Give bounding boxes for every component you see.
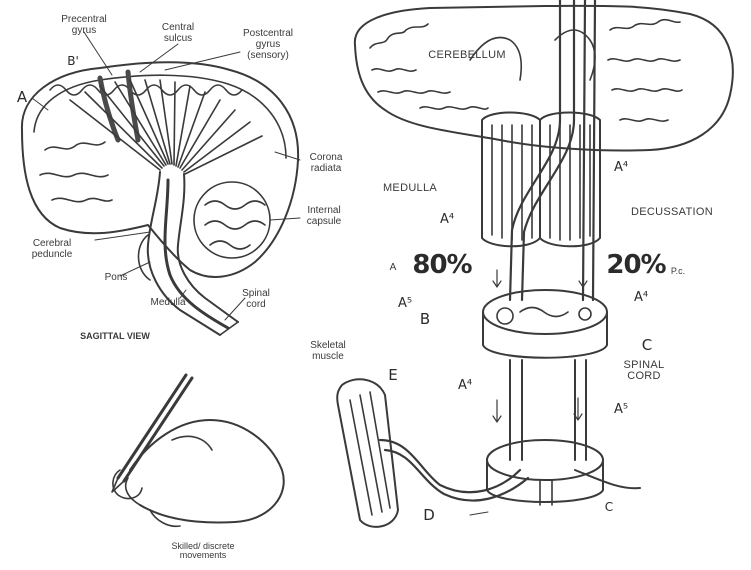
percent-20-suffix: P.c. [666,266,690,277]
label-cerebellum: CEREBELLUM [412,50,522,61]
marker-a-left: A [14,90,30,105]
label-cerebral-peduncle: Cerebral peduncle [20,238,84,260]
upper-spinal-segment [483,290,607,358]
percent-80: 80% [402,252,482,278]
label-spinal-cord-right: SPINAL CORD [604,360,684,382]
marker-a4-upper: A⁴ [608,160,634,175]
label-precentral-gyrus: Precentral gyrus [54,14,114,36]
marker-b-prime: B' [64,54,82,69]
label-corona-radiata: Corona radiata [300,152,352,174]
marker-b: B [416,312,434,327]
label-central-sulcus: Central sulcus [150,22,206,44]
label-sagittal-view: SAGITTAL VIEW [55,331,175,342]
label-internal-capsule: Internal capsule [296,205,352,227]
label-skilled-movements: Skilled/ discrete movements [148,542,258,560]
marker-c-upper: C [638,338,656,353]
label-skeletal-muscle: Skeletal muscle [300,340,356,362]
label-decussation: DECUSSATION [610,207,734,218]
marker-d: D [420,508,438,523]
marker-a4-right: A⁴ [628,290,654,305]
marker-e: E [384,368,402,383]
label-spinal-cord-left: Spinal cord [236,288,276,310]
percent-20: 20% [600,252,672,278]
marker-a4-middle: A⁴ [434,212,460,227]
marker-a5-left: A⁵ [392,296,418,311]
label-medulla-left: Medulla [140,297,196,308]
hand-writing-drawing [112,375,284,526]
label-medulla-right: MEDULLA [370,183,450,194]
label-postcentral-gyrus: Postcentral gyrus (sensory) [226,28,310,61]
skeletal-muscle-drawing [337,379,528,527]
marker-a4-lower: A⁴ [452,378,478,393]
label-pons: Pons [96,272,136,283]
cerebellum-drawing [355,6,733,151]
marker-a5-lower: A⁵ [608,402,634,417]
marker-c-lower: C [600,500,618,515]
marker-a-small: A [386,262,400,273]
